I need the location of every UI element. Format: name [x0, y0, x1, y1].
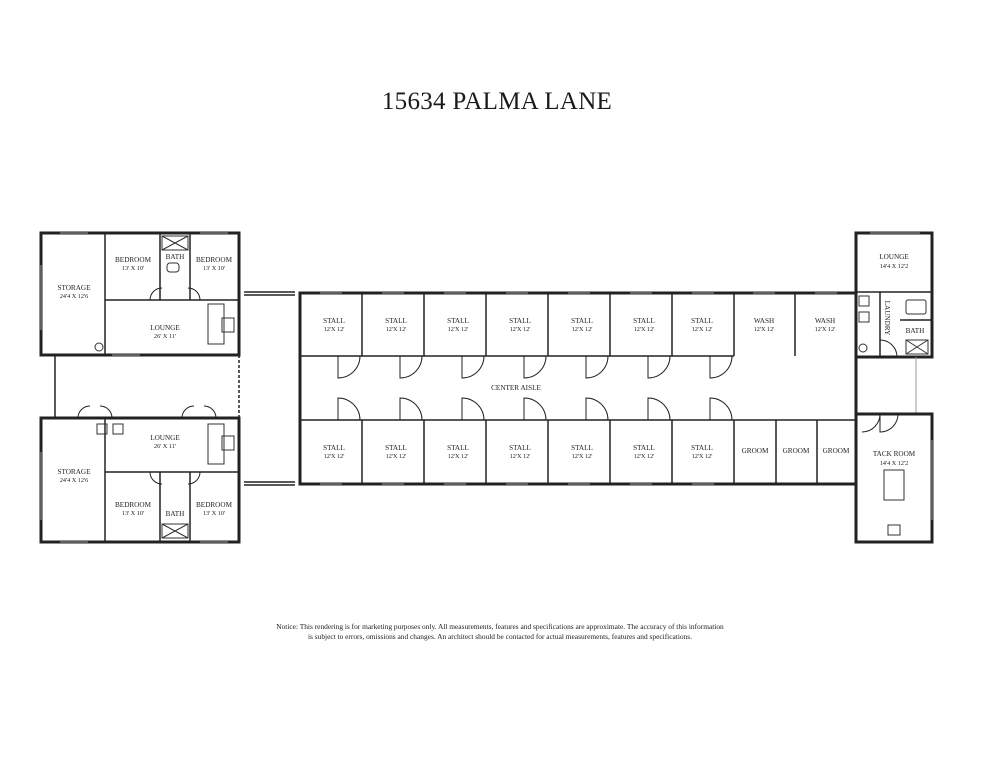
- stall-label: STALL: [447, 444, 469, 452]
- stall-size: 12'X 12': [634, 326, 655, 333]
- stall-label: STALL: [323, 444, 345, 452]
- lounge-bottom-label: LOUNGE: [150, 434, 180, 442]
- bedroom-bl-label: BEDROOM: [115, 501, 152, 509]
- breezeway: [244, 291, 295, 486]
- stall-label: STALL: [633, 317, 655, 325]
- stall-size: 12'X 12': [692, 326, 713, 333]
- tack-room-label: TACK ROOM: [873, 450, 916, 458]
- stall-label: STALL: [509, 317, 531, 325]
- lounge-top-label: LOUNGE: [150, 324, 180, 332]
- stall-size: 12'X 12': [634, 453, 655, 460]
- storage-top-size: 24'4 X 12'6: [60, 293, 88, 300]
- page-title: 15634 PALMA LANE: [381, 88, 613, 115]
- bedroom-tl-label: BEDROOM: [115, 256, 152, 264]
- laundry-label: LAUNDRY: [883, 301, 891, 337]
- bath-top-label: BATH: [166, 253, 185, 261]
- storage-bottom-label: STORAGE: [57, 468, 91, 476]
- bath-right-label: BATH: [906, 327, 925, 335]
- storage-top-label: STORAGE: [57, 284, 91, 292]
- groom-label: GROOM: [742, 447, 769, 455]
- bedroom-br-label: BEDROOM: [196, 501, 233, 509]
- stall-size: 12'X 12': [324, 326, 345, 333]
- stall-size: 12'X 12': [386, 326, 407, 333]
- stall-size: 12'X 12': [448, 326, 469, 333]
- bedroom-br-size: 13' X 10': [203, 510, 225, 517]
- bedroom-tr-size: 13' X 10': [203, 265, 225, 272]
- stall-label: STALL: [385, 444, 407, 452]
- notice-line: Notice: This rendering is for marketing …: [276, 622, 724, 631]
- stall-label: STALL: [691, 444, 713, 452]
- stall-label: STALL: [571, 444, 593, 452]
- disclaimer-notice: Notice: This rendering is for marketing …: [180, 622, 820, 642]
- notice-line: is subject to errors, omissions and chan…: [308, 632, 692, 641]
- labels: STORAGE 24'4 X 12'6 BEDROOM 13' X 10' BA…: [57, 253, 924, 518]
- left-bottom-apartment: [39, 416, 241, 544]
- bedroom-tl-size: 13' X 10': [122, 265, 144, 272]
- storage-bottom-size: 24'4 X 12'6: [60, 477, 88, 484]
- stall-label: STALL: [633, 444, 655, 452]
- stall-size: 12'X 12': [692, 453, 713, 460]
- stall-label: STALL: [447, 317, 469, 325]
- stall-size: 12'X 12': [324, 453, 345, 460]
- wash-size: 12'X 12': [754, 326, 775, 333]
- left-connector: [54, 355, 240, 419]
- stall-label: STALL: [691, 317, 713, 325]
- stall-size: 12'X 12': [386, 453, 407, 460]
- tack-room-size: 14'4 X 12'2: [880, 460, 908, 467]
- groom-label: GROOM: [783, 447, 810, 455]
- lounge-top-size: 26' X 11': [154, 333, 176, 340]
- stall-label: STALL: [509, 444, 531, 452]
- stall-size: 12'X 12': [572, 453, 593, 460]
- lounge-right-label: LOUNGE: [879, 253, 909, 261]
- right-bottom-suite: [854, 412, 934, 544]
- right-top-suite: [854, 231, 934, 414]
- barn: [298, 291, 858, 486]
- center-aisle-label: CENTER AISLE: [491, 384, 541, 392]
- lounge-bottom-size: 26' X 11': [154, 443, 176, 450]
- groom-label: GROOM: [823, 447, 850, 455]
- stall-size: 12'X 12': [572, 326, 593, 333]
- bedroom-tr-label: BEDROOM: [196, 256, 233, 264]
- wash-label: WASH: [815, 317, 835, 325]
- stall-size: 12'X 12': [510, 453, 531, 460]
- bath-bottom-label: BATH: [166, 510, 185, 518]
- wash-size: 12'X 12': [815, 326, 836, 333]
- stall-size: 12'X 12': [448, 453, 469, 460]
- wash-label: WASH: [754, 317, 774, 325]
- stall-label: STALL: [385, 317, 407, 325]
- stall-label: STALL: [571, 317, 593, 325]
- lounge-right-size: 14'4 X 12'2: [880, 263, 908, 270]
- left-top-apartment: [39, 231, 241, 357]
- stall-size: 12'X 12': [510, 326, 531, 333]
- stall-label: STALL: [323, 317, 345, 325]
- bedroom-bl-size: 13' X 10': [122, 510, 144, 517]
